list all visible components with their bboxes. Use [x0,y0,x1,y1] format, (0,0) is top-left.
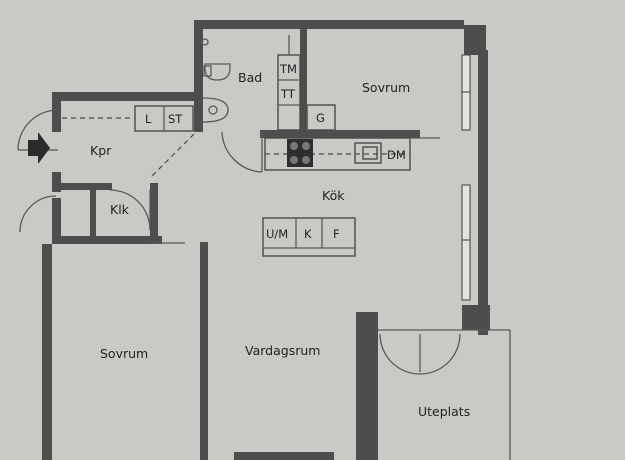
room-label-klk: Klk [110,202,130,217]
fixture-label-st: ST [168,112,183,126]
bathroom-fixtures [201,35,301,173]
room-label-kpr: Kpr [90,143,112,158]
walls [42,20,490,460]
fixture-label-f: F [333,227,340,241]
fixture-label-l: L [145,112,152,126]
room-label-kok: Kök [322,188,345,203]
fixture-label-k: K [304,227,312,241]
fixture-label-tt: TT [280,87,296,101]
fixture-label-g: G [316,111,325,125]
room-label-sovrum-bottom: Sovrum [100,346,148,361]
room-label-uteplats: Uteplats [418,404,470,419]
room-label-sovrum-top: Sovrum [362,80,410,95]
room-label-bad: Bad [238,70,262,85]
room-label-vardagsrum: Vardagsrum [245,343,320,358]
windows [461,54,471,301]
fixture-label-um: U/M [266,227,288,241]
entrance-arrow-icon [28,132,50,164]
fixture-label-tm: TM [279,62,297,76]
hallway [17,105,195,244]
fixture-label-dm: DM [387,148,406,162]
terrace [378,329,511,460]
kitchen [262,104,440,257]
